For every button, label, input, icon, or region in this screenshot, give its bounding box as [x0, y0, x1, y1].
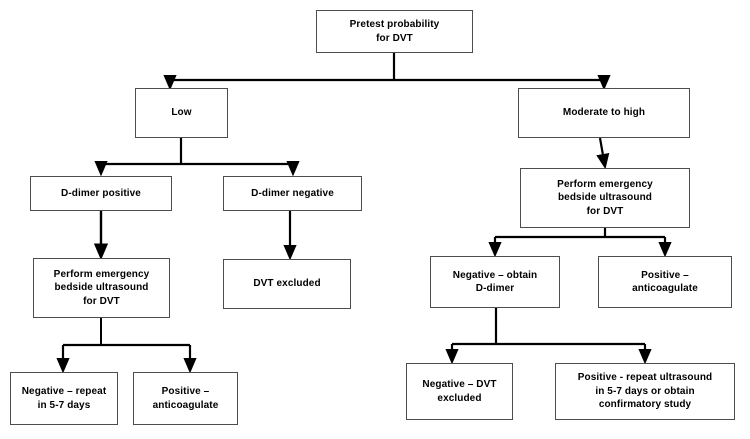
- node-negative-repeat-5-7-days[interactable]: Negative – repeat in 5-7 days: [10, 372, 118, 425]
- connector-low-split: [94, 138, 300, 177]
- node-perform-ultrasound-right[interactable]: Perform emergency bedside ultrasound for…: [520, 168, 690, 228]
- node-negative-dvt-excluded[interactable]: Negative – DVT excluded: [406, 363, 513, 420]
- connector-pretest-split: [163, 53, 611, 91]
- node-label: Positive – anticoagulate: [632, 269, 698, 295]
- node-label: DVT excluded: [253, 278, 321, 290]
- node-label: Pretest probability for DVT: [349, 19, 440, 44]
- node-label: D-dimer negative: [251, 187, 334, 199]
- node-label: D-dimer positive: [61, 187, 141, 199]
- node-positive-anticoagulate-left[interactable]: Positive – anticoagulate: [133, 372, 238, 425]
- node-perform-ultrasound-left[interactable]: Perform emergency bedside ultrasound for…: [33, 258, 170, 318]
- node-label: Negative – DVT excluded: [422, 379, 497, 404]
- node-low[interactable]: Low: [135, 88, 228, 138]
- node-label: Perform emergency bedside ultrasound for…: [557, 178, 653, 217]
- connector-negative-obtain-split: [445, 308, 652, 365]
- node-positive-repeat-ultrasound[interactable]: Positive - repeat ultrasound in 5-7 days…: [555, 363, 735, 420]
- connector-ultrasound-left-split: [56, 318, 197, 374]
- node-label: Low: [171, 107, 192, 119]
- node-pretest-probability[interactable]: Pretest probability for DVT: [316, 10, 473, 53]
- connector-ultrasound-right-split: [488, 228, 672, 258]
- node-moderate-to-high[interactable]: Moderate to high: [518, 88, 690, 138]
- node-label: Perform emergency bedside ultrasound for…: [53, 268, 150, 307]
- node-d-dimer-negative[interactable]: D-dimer negative: [223, 176, 362, 211]
- node-positive-anticoagulate-right[interactable]: Positive – anticoagulate: [598, 256, 732, 308]
- node-negative-obtain-d-dimer[interactable]: Negative – obtain D-dimer: [430, 256, 560, 308]
- node-label: Negative – repeat in 5-7 days: [21, 386, 107, 411]
- node-label: Positive - repeat ultrasound in 5-7 days…: [577, 372, 713, 411]
- node-label: Positive – anticoagulate: [152, 386, 219, 411]
- node-d-dimer-positive[interactable]: D-dimer positive: [30, 176, 172, 211]
- node-label: Moderate to high: [562, 107, 646, 119]
- node-dvt-excluded[interactable]: DVT excluded: [223, 259, 351, 309]
- connector-moderate-to-ultrasound: [596, 137, 610, 170]
- node-label: Negative – obtain D-dimer: [452, 269, 538, 295]
